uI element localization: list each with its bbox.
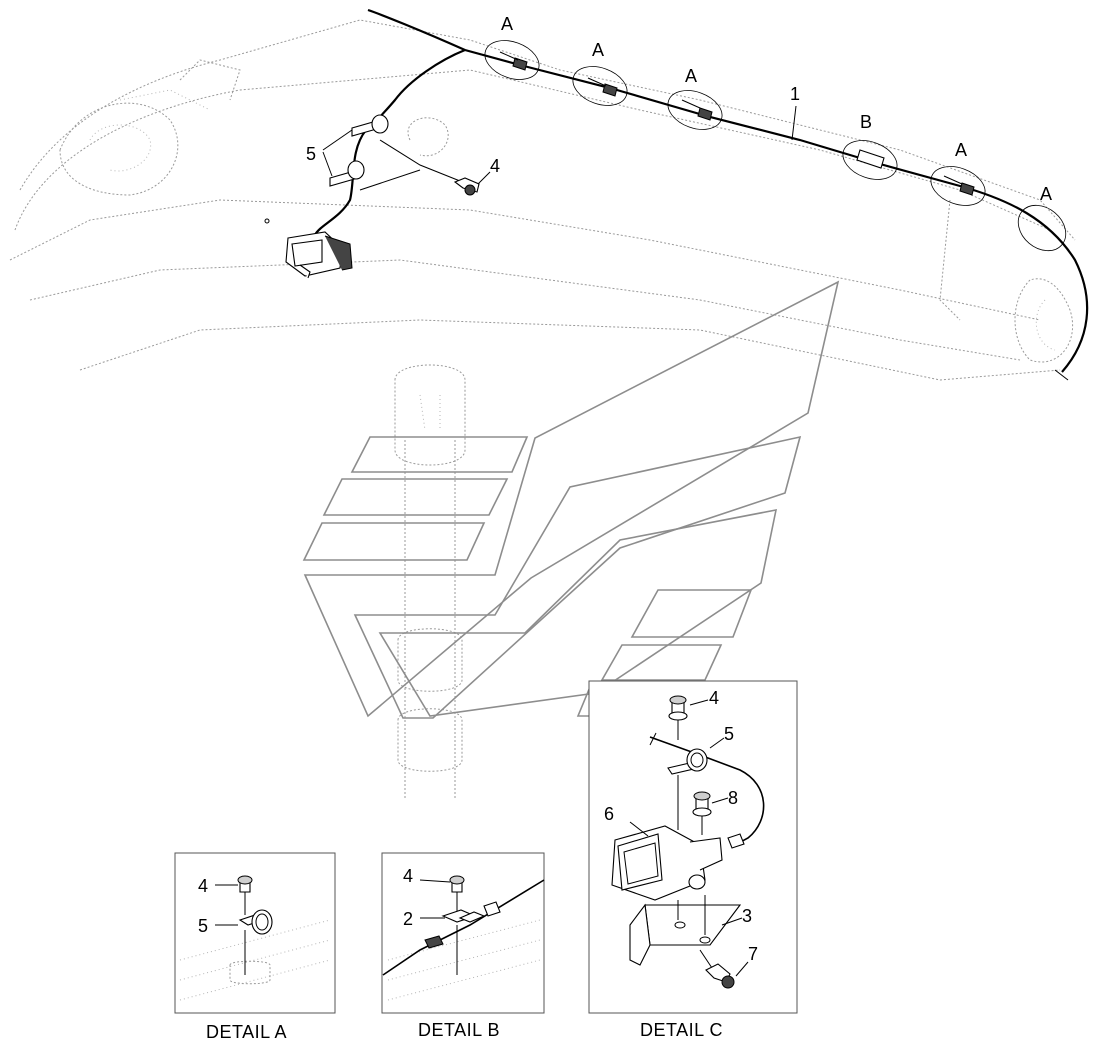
- detail-c-bracket-3: 3: [742, 906, 752, 926]
- callouts-top: A A A 1 B A A: [501, 14, 1052, 204]
- callout-a4: A: [955, 140, 967, 160]
- detail-c-lamp-6: 6: [604, 804, 614, 824]
- boom-ghost-outline: [9, 19, 1076, 800]
- detail-c-bolt-8: 8: [728, 788, 738, 808]
- callout-a2: A: [592, 40, 604, 60]
- detail-a-bolt-4: 4: [198, 876, 208, 896]
- detail-b-bolt-4: 4: [403, 866, 413, 886]
- detail-c-clamp-5: 5: [724, 724, 734, 744]
- detail-b-bracket-2: 2: [403, 909, 413, 929]
- callout-b: B: [860, 112, 872, 132]
- decal-outline: [302, 280, 840, 719]
- callout-a3: A: [685, 66, 697, 86]
- callout-a5: A: [1040, 184, 1052, 204]
- detail-a-panel: 4 5: [174, 852, 336, 1014]
- detail-a-caption: DETAIL A: [206, 1022, 287, 1042]
- detail-c-panel: 4 5 8 6 3: [588, 680, 798, 1014]
- detail-b-caption: DETAIL B: [418, 1020, 500, 1040]
- detail-a-clamp-5: 5: [198, 916, 208, 936]
- callout-a1: A: [501, 14, 513, 34]
- harness-clips: [499, 51, 975, 196]
- top-clamp-assembly: 5 4: [306, 114, 500, 196]
- callout-harness: 1: [790, 84, 800, 104]
- detail-b-panel: 4 2: [381, 852, 545, 1014]
- callout-bolt-4: 4: [490, 156, 500, 176]
- detail-c-bolt-7: 7: [748, 944, 758, 964]
- detail-c-caption: DETAIL C: [640, 1020, 723, 1040]
- callout-clamp-5: 5: [306, 144, 316, 164]
- work-lamp-top: [264, 218, 353, 279]
- clip-circles: [484, 40, 1067, 252]
- detail-c-bolt-4: 4: [709, 688, 719, 708]
